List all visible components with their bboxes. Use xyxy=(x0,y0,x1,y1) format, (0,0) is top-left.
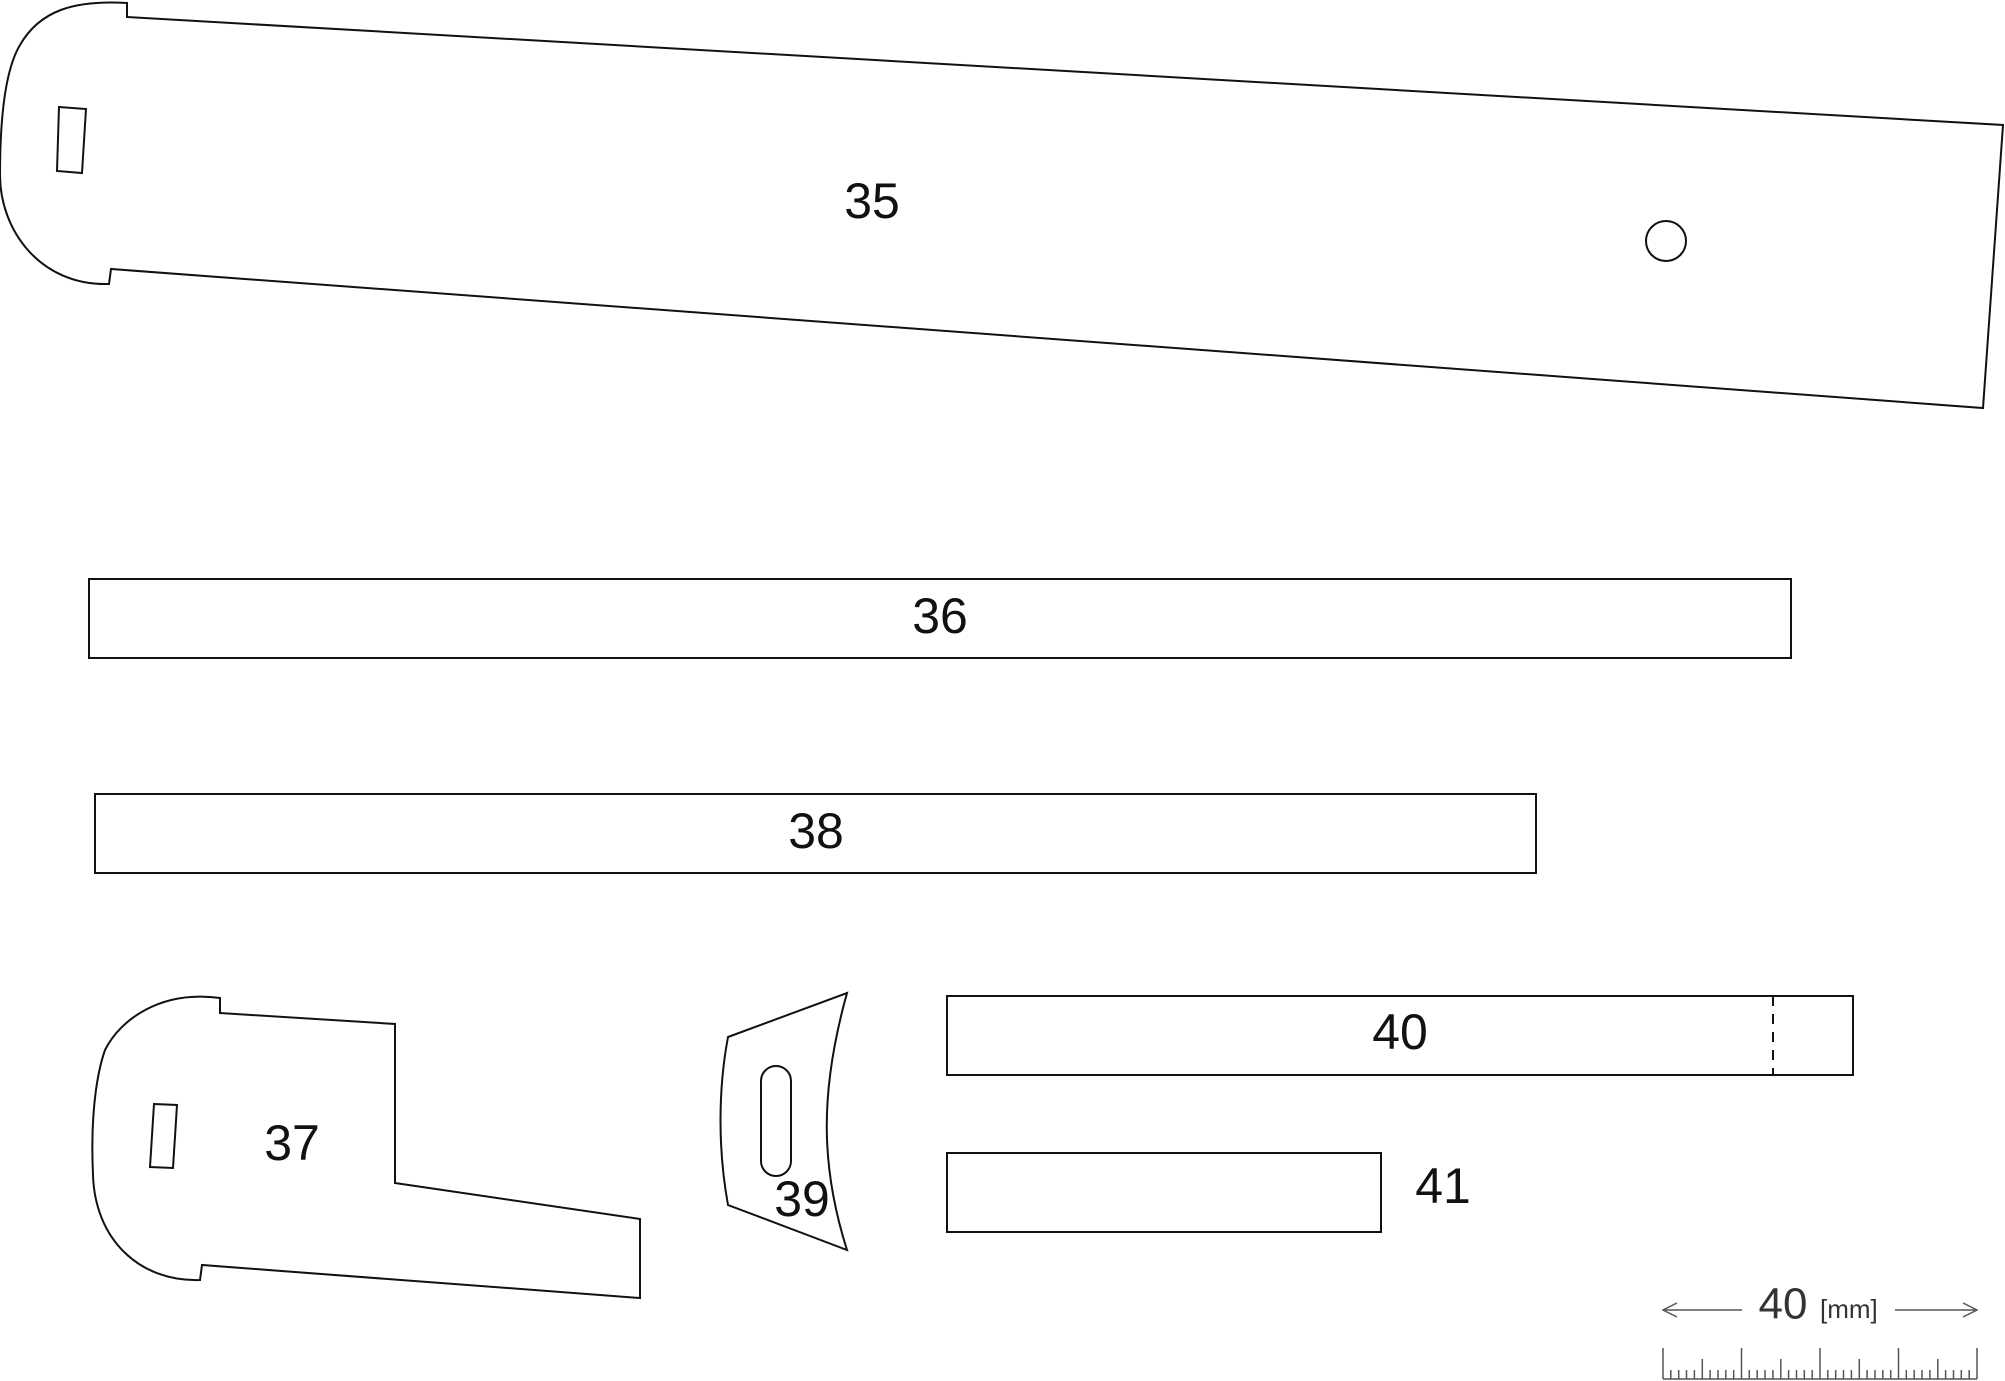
part-35-hole xyxy=(1645,220,1687,262)
part-39-label: 39 xyxy=(774,1171,830,1227)
part-39-slot xyxy=(760,1065,792,1177)
part-38-outline xyxy=(94,793,1537,874)
part-37-label: 37 xyxy=(264,1115,320,1171)
part-38-label: 38 xyxy=(788,803,844,859)
scale-bar: 40 [mm] xyxy=(1661,1280,1979,1380)
part-39: 39 xyxy=(719,991,849,1252)
scale-arrowhead-right xyxy=(1962,1302,1979,1318)
part-36-label: 36 xyxy=(912,588,968,644)
part-41-outline xyxy=(946,1152,1382,1233)
part-40-outline xyxy=(946,995,1854,1076)
scale-value: 40 xyxy=(1759,1280,1808,1329)
part-38: 38 xyxy=(94,793,1537,874)
part-36: 36 xyxy=(88,578,1792,659)
part-35-label: 35 xyxy=(844,173,900,229)
part-35-slot xyxy=(55,105,88,175)
part-41-label: 41 xyxy=(1415,1158,1471,1214)
part-37-slot xyxy=(148,1102,179,1170)
scale-unit: [mm] xyxy=(1820,1294,1878,1324)
scale-ruler xyxy=(1662,1348,1978,1380)
scale-arrowhead-left xyxy=(1661,1302,1678,1318)
part-37: 37 xyxy=(91,995,641,1300)
part-41: 41 xyxy=(946,1152,1471,1233)
part-35: 35 xyxy=(0,1,2005,410)
part-36-outline xyxy=(88,578,1792,659)
part-37-outline xyxy=(91,995,641,1300)
part-35-outline xyxy=(0,1,2005,410)
part-40: 40 xyxy=(946,995,1854,1076)
part-40-label: 40 xyxy=(1372,1004,1428,1060)
